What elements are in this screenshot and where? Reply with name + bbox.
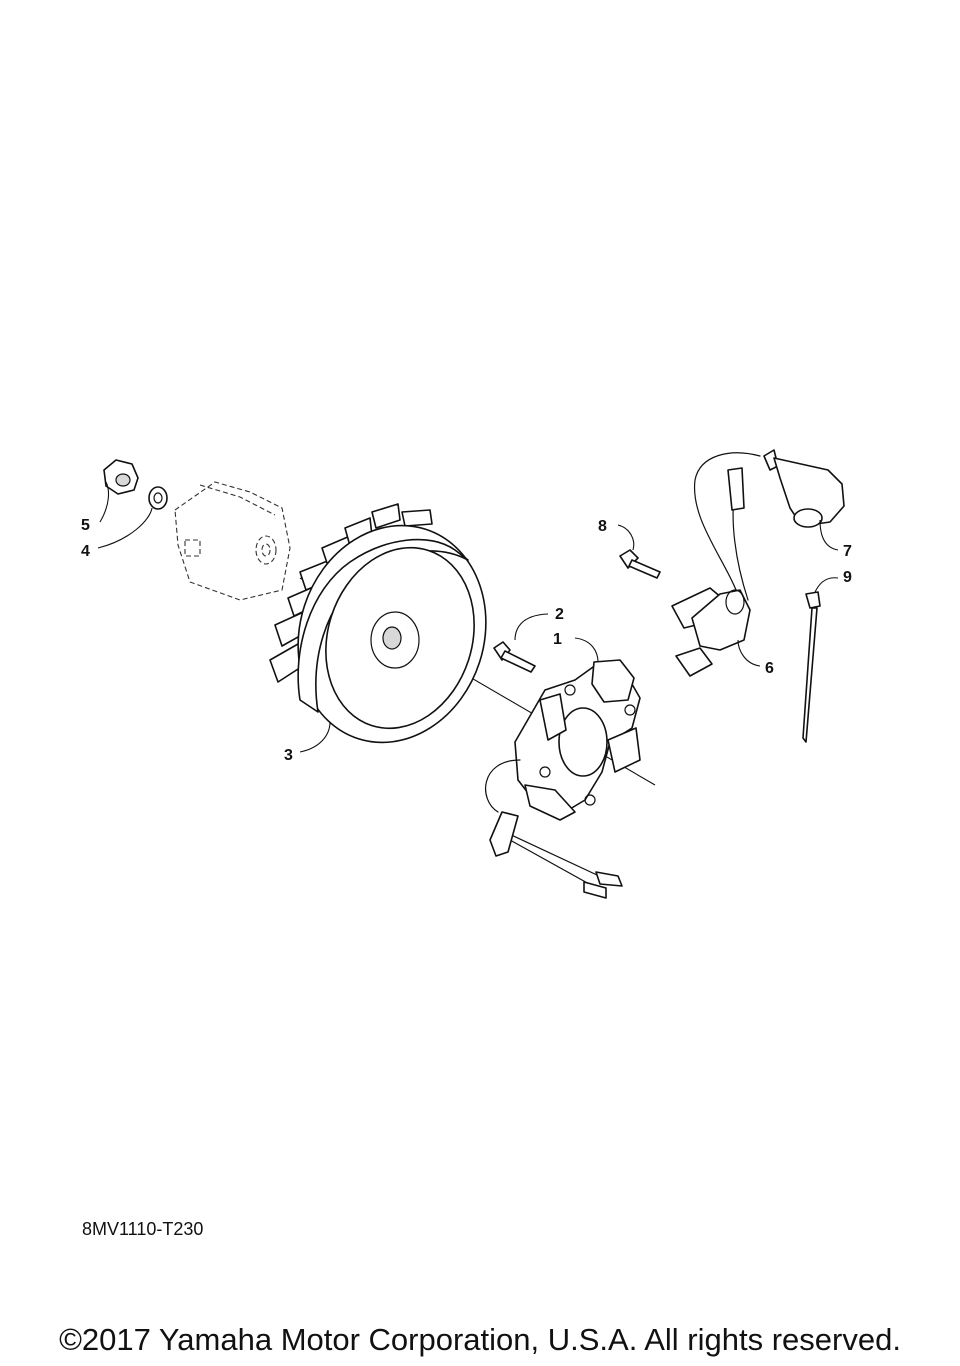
leader-lines bbox=[97, 481, 839, 753]
washer-part[interactable] bbox=[148, 486, 168, 510]
callout-labels: 1 2 3 4 5 6 7 8 9 bbox=[81, 517, 852, 764]
callout-5: 5 bbox=[81, 517, 90, 534]
stator-part[interactable] bbox=[485, 659, 641, 899]
callout-8: 8 bbox=[598, 518, 607, 535]
copyright-notice: ©2017 Yamaha Motor Corporation, U.S.A. A… bbox=[59, 1322, 901, 1357]
callout-1: 1 bbox=[553, 631, 562, 648]
callout-2: 2 bbox=[555, 606, 564, 623]
diagram-code: 8MV1110-T230 bbox=[82, 1219, 204, 1239]
crankshaft-ghost bbox=[174, 481, 291, 601]
cable-tie-part[interactable] bbox=[802, 591, 821, 743]
nut-part[interactable] bbox=[103, 459, 139, 495]
flywheel-part[interactable] bbox=[269, 501, 513, 767]
callout-6: 6 bbox=[765, 660, 774, 677]
stator-bolt-part[interactable] bbox=[493, 641, 536, 673]
ignition-coil-part[interactable] bbox=[671, 452, 761, 677]
callout-3: 3 bbox=[284, 747, 293, 764]
callout-7: 7 bbox=[843, 543, 852, 560]
callout-4: 4 bbox=[81, 543, 90, 560]
spark-plug-cap-part[interactable] bbox=[763, 449, 845, 528]
callout-9: 9 bbox=[843, 569, 852, 586]
coil-bolt-part[interactable] bbox=[619, 549, 661, 579]
